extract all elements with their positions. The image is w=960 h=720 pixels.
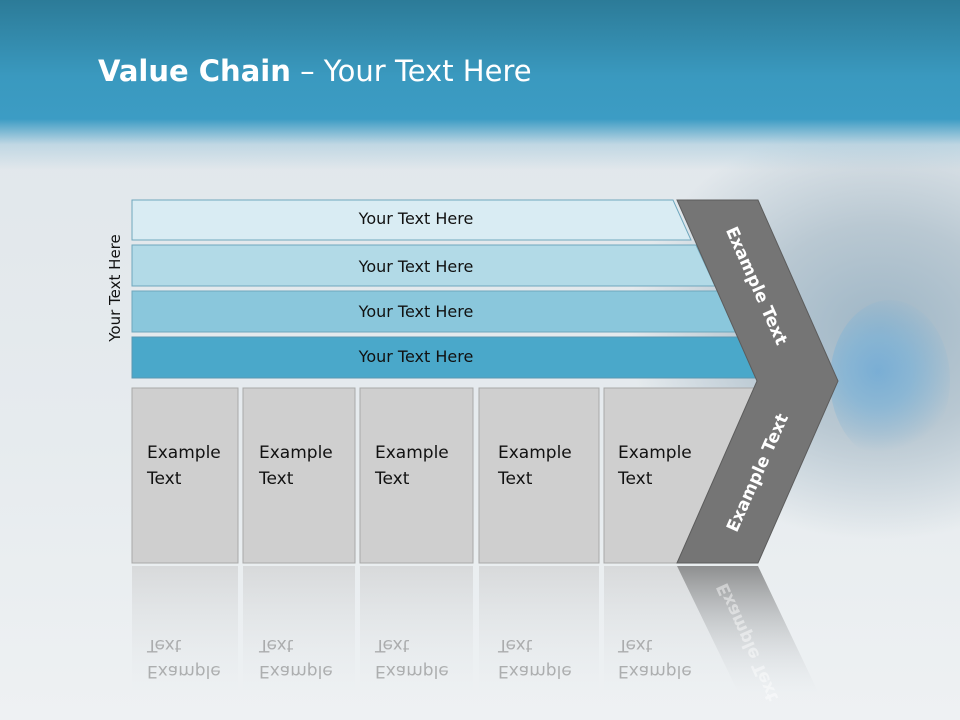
cell-5-text: Example Text — [618, 440, 692, 492]
cell-2-text: Example Text — [259, 440, 333, 492]
cell-4-text: Example Text — [498, 440, 572, 492]
cell-3-reflection-text: Example Text — [375, 632, 449, 684]
cell-3-shape — [359, 387, 474, 564]
title-bold: Value Chain — [98, 54, 291, 88]
cell-2-reflection — [243, 566, 355, 696]
cell-4-reflection-text: Example Text — [498, 632, 572, 684]
band-3-label: Your Text Here — [358, 302, 474, 321]
cell-2-shape — [242, 387, 356, 564]
cell-1-reflection-text: Example Text — [147, 632, 221, 684]
cell-3-reflection — [360, 566, 473, 696]
cell-1-reflection — [132, 566, 238, 696]
cell-2-refl-line1: Example — [259, 661, 333, 681]
cell-4-line2: Text — [498, 469, 533, 489]
cell-3-line2: Text — [375, 469, 410, 489]
cell-2-line1: Example — [259, 443, 333, 463]
cell-3-refl-line1: Example — [375, 661, 449, 681]
cell-1-refl-line2: Text — [147, 635, 182, 655]
cell-2-reflection-text: Example Text — [259, 632, 333, 684]
cell-4-line1: Example — [498, 443, 572, 463]
band-4-label: Your Text Here — [358, 347, 474, 366]
cell-4-refl-line2: Text — [498, 635, 533, 655]
background-eye-image — [830, 300, 950, 460]
cell-4-refl-line1: Example — [498, 661, 572, 681]
cell-5-refl-line1: Example — [618, 661, 692, 681]
band-2-label: Your Text Here — [358, 257, 474, 276]
cell-1-text: Example Text — [147, 440, 221, 492]
cell-5-line1: Example — [618, 443, 692, 463]
cell-5-line2: Text — [618, 469, 653, 489]
cell-3-refl-line2: Text — [375, 635, 410, 655]
cell-4-shape — [478, 387, 600, 564]
cell-2-line2: Text — [259, 469, 294, 489]
band-1-shape — [131, 199, 692, 241]
cell-3-text: Example Text — [375, 440, 449, 492]
cell-4-reflection — [479, 566, 599, 696]
cell-5-refl-line2: Text — [618, 635, 653, 655]
cell-3-line1: Example — [375, 443, 449, 463]
cell-1-shape — [131, 387, 239, 564]
cell-2-refl-line2: Text — [259, 635, 294, 655]
cell-5-reflection — [604, 566, 740, 696]
cell-1-line2: Text — [147, 469, 182, 489]
chevron-shape — [676, 199, 839, 564]
title-banner — [0, 0, 960, 170]
chevron-reflection — [677, 566, 820, 696]
cell-1-line1: Example — [147, 443, 221, 463]
band-1-label: Your Text Here — [358, 209, 474, 228]
slide-title: Value Chain – Your Text Here — [98, 54, 532, 88]
title-rest: – Your Text Here — [290, 54, 532, 88]
cell-5-reflection-text: Example Text — [618, 632, 692, 684]
cell-1-refl-line1: Example — [147, 661, 221, 681]
